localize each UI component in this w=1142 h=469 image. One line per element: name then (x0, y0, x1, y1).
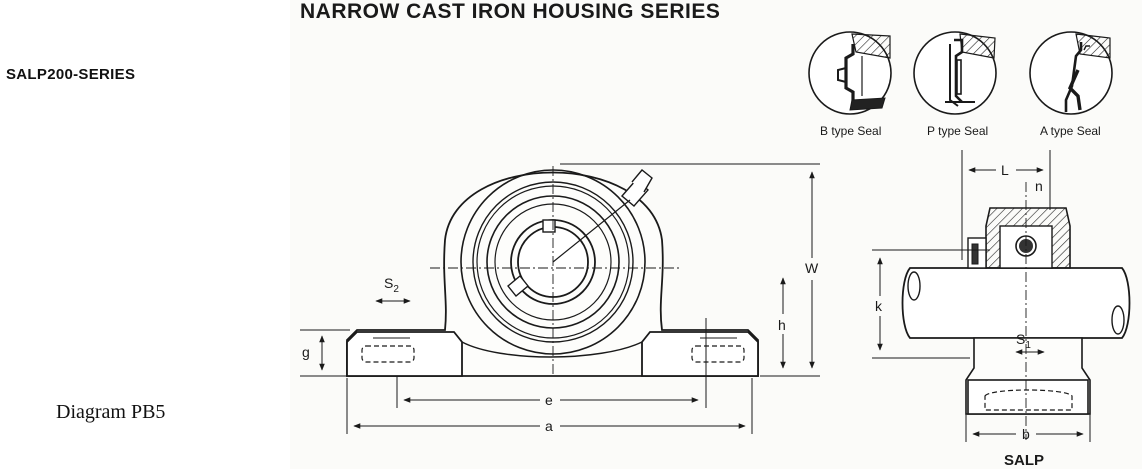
dim-l-label: L (1001, 162, 1009, 178)
p-seal-detail (913, 31, 997, 115)
side-view (901, 182, 1131, 440)
b-seal-label: B type Seal (820, 124, 881, 138)
dim-h-label: h (778, 317, 786, 333)
dim-a-label: a (545, 418, 553, 434)
drawing-title: NARROW CAST IRON HOUSING SERIES (300, 0, 721, 23)
dim-w-label: W (805, 260, 819, 276)
b-seal-detail (808, 31, 892, 115)
dim-b-label: b (1022, 426, 1030, 442)
dim-k-label: k (875, 298, 883, 314)
left-panel: SALP200-SERIES Diagram PB5 (0, 0, 290, 469)
dim-s1-label: S1 (1016, 331, 1031, 351)
a-seal-label: A type Seal (1040, 124, 1101, 138)
shaft (901, 267, 1131, 339)
dim-s2-label: S2 (384, 275, 399, 295)
a-seal-detail (1029, 31, 1113, 115)
dim-g-label: g (302, 344, 310, 360)
salp-label: SALP (1004, 452, 1044, 469)
series-label: SALP200-SERIES (6, 66, 136, 83)
front-view (346, 166, 759, 377)
front-dimensions (300, 163, 820, 434)
p-seal-label: P type Seal (927, 124, 988, 138)
side-dimensions (872, 150, 1091, 442)
dim-n-label: n (1035, 178, 1043, 194)
diagram-caption: Diagram PB5 (56, 401, 166, 423)
dim-e-label: e (545, 392, 553, 408)
